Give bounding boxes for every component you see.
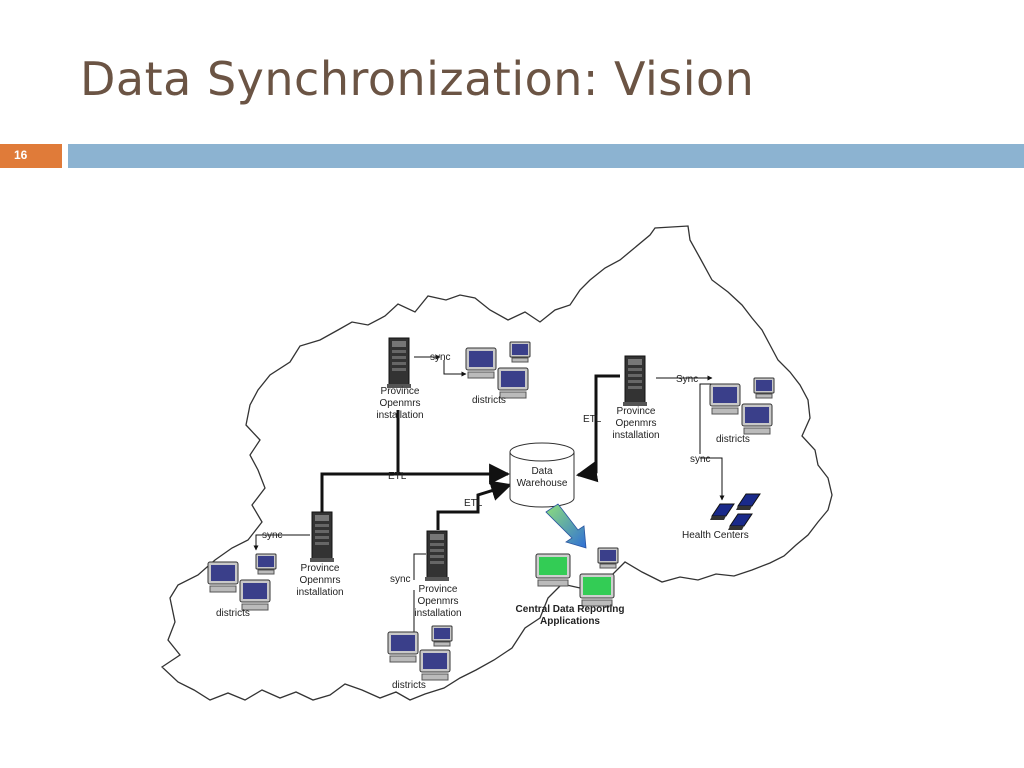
province-server-south: [424, 530, 450, 582]
etl-label-south: ETL: [464, 498, 483, 509]
label-line: Province: [419, 584, 458, 595]
label-line: Central Data Reporting: [516, 604, 625, 615]
etl-connections: [320, 374, 620, 530]
province-server-west: [309, 511, 335, 563]
districts-label-north: districts: [472, 395, 506, 406]
district-computer-icon: [465, 347, 497, 379]
slide-title: Data Synchronization: Vision: [80, 52, 755, 106]
reporting-computer-icon: [579, 573, 615, 607]
label-line: Province: [301, 563, 340, 574]
slide-number: 16: [14, 148, 28, 162]
district-computer-icon: [509, 341, 531, 363]
label-line: Data: [531, 466, 553, 477]
label-line: Applications: [540, 616, 600, 627]
label-line: installation: [414, 608, 461, 619]
label-line: Warehouse: [517, 478, 568, 489]
district-computer-icon: [387, 631, 419, 663]
district-computer-icon: [239, 579, 271, 611]
reporting-flow-arrow: [545, 503, 587, 549]
label-line: installation: [376, 410, 423, 421]
label-line: Province: [381, 386, 420, 397]
title-divider-bar: [68, 144, 1024, 168]
reporting-computer-icon: [535, 553, 571, 587]
data-warehouse-icon: [509, 442, 575, 508]
reporting-computer-icon: [597, 547, 619, 569]
label-line: Openmrs: [299, 575, 340, 586]
district-computer-icon: [753, 377, 775, 399]
slide-number-box: 16: [0, 144, 62, 168]
label-line: installation: [612, 430, 659, 441]
province-server-east: [622, 355, 648, 407]
districts-label-west: districts: [216, 608, 250, 619]
district-computer-icon: [255, 553, 277, 575]
sync-label-west: sync: [262, 530, 283, 541]
sync-connections: [253, 354, 725, 641]
district-computer-icon: [709, 383, 741, 415]
label-line: Openmrs: [379, 398, 420, 409]
district-computer-icon: [497, 367, 529, 399]
districts-label-south: districts: [392, 680, 426, 691]
health-centers-label: Health Centers: [682, 530, 749, 541]
label-line: Openmrs: [615, 418, 656, 429]
label-line: Openmrs: [417, 596, 458, 607]
label-line: Province: [617, 406, 656, 417]
district-computer-icon: [419, 649, 451, 681]
sync-label-east-bottom: sync: [690, 454, 711, 465]
etl-label-main: ETL: [388, 471, 407, 482]
district-computer-icon: [207, 561, 239, 593]
etl-label-east: ETL: [583, 414, 602, 425]
sync-label-south: sync: [390, 574, 411, 585]
province-server-north: [386, 337, 412, 389]
label-line: installation: [296, 587, 343, 598]
districts-label-east: districts: [716, 434, 750, 445]
sync-label-north: sync: [430, 352, 451, 363]
country-outline: [160, 225, 833, 701]
district-computer-icon: [431, 625, 453, 647]
sync-label-east-top: Sync: [676, 374, 698, 385]
district-computer-icon: [741, 403, 773, 435]
